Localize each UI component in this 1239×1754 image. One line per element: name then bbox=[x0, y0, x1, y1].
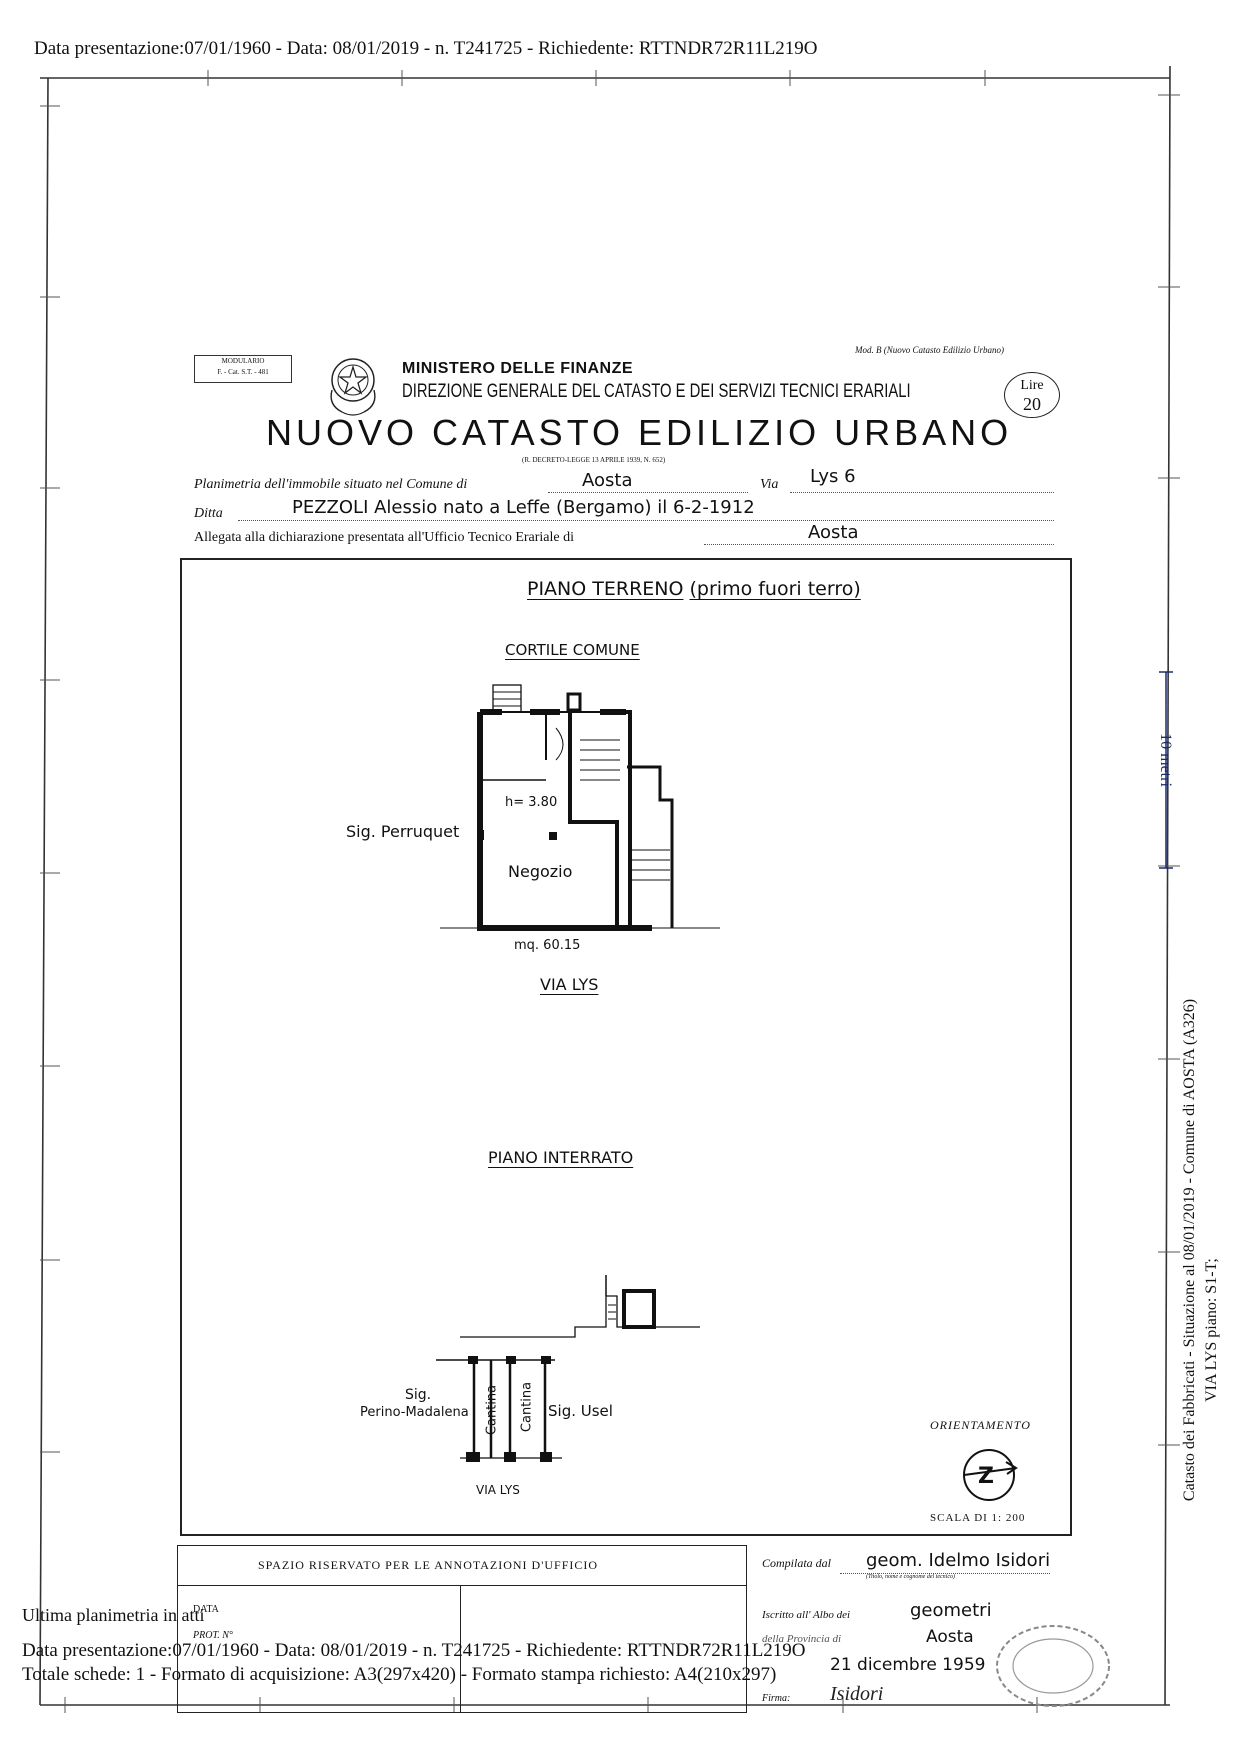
compilata-label: Compilata dal bbox=[762, 1556, 832, 1570]
annotations-title: SPAZIO RISERVATO PER LE ANNOTAZIONI D'UF… bbox=[258, 1558, 599, 1572]
annotations-prot-label: PROT. N° bbox=[193, 1630, 233, 1641]
ultima-planimetria: Ultima planimetria in atti bbox=[22, 1605, 205, 1625]
comune-dotted-line bbox=[548, 492, 748, 493]
iscritto-label: Iscritto all' Albo dei bbox=[762, 1609, 851, 1621]
via-value: Lys 6 bbox=[810, 466, 856, 487]
totale-schede: Totale schede: 1 - Formato di acquisizio… bbox=[22, 1664, 777, 1685]
street-label: VIA LYS bbox=[540, 975, 599, 994]
planimetria-label: Planimetria dell'immobile situato nel Co… bbox=[194, 477, 468, 492]
annotations-col-divider bbox=[460, 1585, 461, 1713]
modulario-line1: MODULARIO bbox=[221, 357, 265, 365]
compilata-value: geom. Idelmo Isidori bbox=[866, 1550, 1051, 1571]
via-label: Via bbox=[760, 477, 779, 492]
state-emblem-icon bbox=[330, 358, 376, 416]
provincia-label: della Provincia di bbox=[762, 1633, 842, 1645]
cantina-1-label: Cantina bbox=[484, 1384, 500, 1436]
side-text-line1: Catasto dei Fabbricati - Situazione al 0… bbox=[1181, 998, 1198, 1502]
room-name: Negozio bbox=[508, 862, 573, 881]
compilation-date: 21 dicembre 1959 bbox=[830, 1655, 986, 1675]
ditta-dotted-line bbox=[238, 520, 1054, 521]
neighbor-basement-left-1: Sig. bbox=[405, 1387, 432, 1403]
ditta-label: Ditta bbox=[194, 506, 223, 521]
annotations-date-label: DATA bbox=[193, 1604, 219, 1615]
provincia-value: Aosta bbox=[926, 1627, 974, 1647]
allegata-label: Allegata alla dichiarazione presentata a… bbox=[194, 530, 575, 545]
ditta-value: PEZZOLI Alessio nato a Leffe (Bergamo) i… bbox=[292, 497, 755, 518]
orientation-label: ORIENTAMENTO bbox=[930, 1418, 1031, 1432]
comune-value: Aosta bbox=[582, 470, 633, 491]
ministry-name: MINISTERO DELLE FINANZE bbox=[402, 360, 634, 377]
decree-label: (R. DECRETO-LEGGE 13 APRILE 1939, N. 652… bbox=[522, 456, 666, 464]
street-basement-label: VIA LYS bbox=[476, 1483, 520, 1497]
ufficio-dotted-line bbox=[704, 544, 1054, 545]
document-title: NUOVO CATASTO EDILIZIO URBANO bbox=[266, 412, 1013, 453]
neighbor-basement-right: Sig. Usel bbox=[548, 1402, 613, 1420]
cortile-label: CORTILE COMUNE bbox=[505, 641, 640, 659]
official-seal-icon bbox=[996, 1625, 1110, 1707]
basement-title: PIANO INTERRATO bbox=[488, 1148, 634, 1167]
modulario-line2: F. - Cat. S.T. - 481 bbox=[217, 368, 269, 376]
iscritto-value: geometri bbox=[910, 1600, 992, 1621]
lire-value: 20 bbox=[1023, 394, 1041, 414]
side-text-line2: VIA LYS piano: S1-T; bbox=[1203, 1258, 1220, 1402]
neighbor-left-label: Sig. Perruquet bbox=[346, 822, 460, 841]
firma-label: Firma: bbox=[762, 1693, 791, 1704]
cantina-2-label: Cantina bbox=[519, 1381, 535, 1433]
annotations-divider bbox=[177, 1585, 747, 1586]
stamp-footer: Data presentazione:07/01/1960 - Data: 08… bbox=[22, 1640, 806, 1661]
ground-floor-name: PIANO TERRENO bbox=[527, 578, 684, 600]
lire-label: Lire bbox=[1020, 378, 1044, 393]
scale-label: SCALA DI 1: 200 bbox=[930, 1512, 1026, 1524]
modulario-box: MODULARIO F. - Cat. S.T. - 481 bbox=[194, 355, 292, 383]
ground-floor-subtitle: (primo fuori terro) bbox=[689, 578, 861, 600]
room-height: h= 3.80 bbox=[505, 795, 558, 810]
stamp-duty-badge: Lire 20 bbox=[1004, 372, 1060, 418]
annotations-box bbox=[177, 1545, 747, 1713]
via-dotted-line bbox=[790, 492, 1054, 493]
neighbor-basement-left-2: Perino-Madalena bbox=[360, 1405, 469, 1420]
north-arrow-icon: Z bbox=[963, 1449, 1018, 1501]
compilata-dotted-line bbox=[840, 1573, 1050, 1574]
scale-bar-label: 10 metri bbox=[1157, 733, 1174, 787]
compilata-note: (Titolo, nome e cognome del tecnico) bbox=[866, 1574, 955, 1580]
direction-name: DIREZIONE GENERALE DEL CATASTO E DEI SER… bbox=[402, 381, 911, 402]
ufficio-value: Aosta bbox=[808, 522, 859, 543]
plan-box bbox=[180, 558, 1072, 1536]
ground-floor-title: PIANO TERRENO (primo fuori terro) bbox=[527, 578, 861, 600]
signature: Isidori bbox=[830, 1683, 884, 1705]
stamp-header: Data presentazione:07/01/1960 - Data: 08… bbox=[34, 38, 818, 59]
room-area: mq. 60.15 bbox=[514, 938, 581, 953]
svg-text:Z: Z bbox=[978, 1464, 994, 1489]
mod-b-label: Mod. B (Nuovo Catasto Edilizio Urbano) bbox=[855, 345, 1004, 355]
